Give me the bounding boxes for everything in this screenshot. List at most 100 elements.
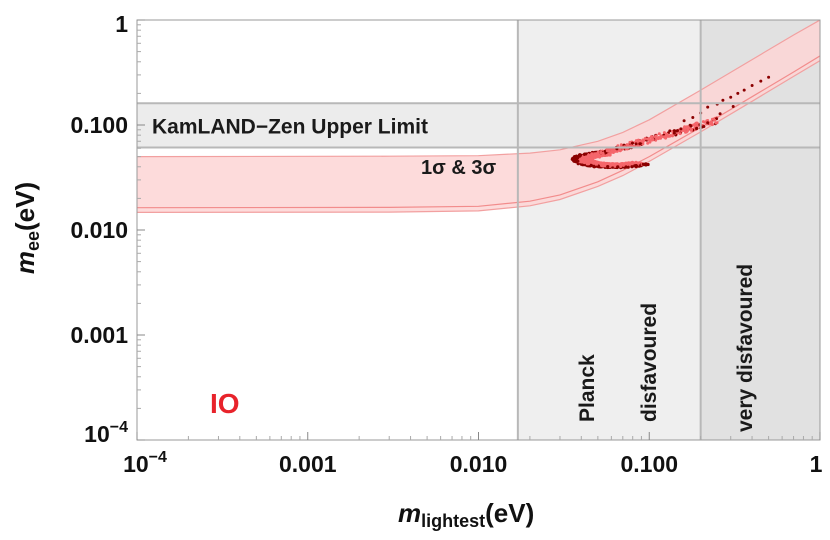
scatter-point	[606, 165, 610, 169]
x-tick-label: 0.001	[279, 451, 337, 477]
scatter-point	[609, 148, 613, 152]
band-3sigma-lower-edge	[137, 60, 820, 213]
scatter-point	[576, 156, 580, 160]
scatter-point	[590, 152, 594, 156]
plot-area	[137, 20, 820, 440]
band-label: 1σ & 3σ	[421, 157, 496, 179]
scatter-point	[599, 151, 603, 155]
scatter-point	[659, 136, 663, 140]
band-3sigma-upper-edge	[137, 20, 820, 158]
scatter-point	[598, 155, 602, 159]
scatter-point	[731, 105, 735, 108]
y-tick-label: 0.100	[70, 112, 128, 138]
scatter-point	[651, 138, 655, 141]
scatter-point	[641, 162, 645, 166]
scatter-point	[613, 164, 617, 168]
scatter-point	[582, 160, 587, 165]
scatter-point	[615, 162, 619, 166]
y-tick-label: 10−4	[84, 419, 128, 447]
scatter-point	[686, 125, 690, 129]
kamland-limit-label: KamLAND−Zen Upper Limit	[152, 115, 428, 138]
scatter-point	[672, 131, 676, 135]
scatter-point	[586, 161, 590, 165]
scatter-point	[710, 123, 714, 127]
scatter-point	[654, 134, 658, 138]
scatter-point	[593, 154, 597, 158]
y-tick-label: 0.010	[70, 217, 128, 243]
scatter-point	[767, 75, 771, 79]
scatter-point	[607, 152, 612, 157]
scatter-point	[631, 141, 634, 145]
scatter-point	[587, 154, 592, 158]
io-label: IO	[210, 388, 240, 419]
scatter-point	[596, 153, 600, 157]
scatter-point	[646, 141, 650, 145]
scatter-point	[633, 164, 637, 168]
scatter-point	[618, 149, 622, 153]
scatter-point	[580, 158, 585, 162]
scatter-point	[584, 152, 588, 156]
y-tick-label: 1	[115, 11, 128, 37]
scatter-point	[624, 165, 628, 169]
scatter-point	[593, 152, 597, 156]
scatter-point	[682, 119, 686, 123]
x-axis-title: mlightest(eV)	[398, 498, 534, 531]
scatter-point	[689, 128, 693, 132]
band-1sigma-lower-edge	[137, 55, 820, 209]
scatter-point	[576, 159, 580, 163]
scatter-point	[619, 162, 623, 166]
scatter-point	[708, 122, 712, 126]
scatter-point	[706, 105, 710, 109]
scatter-point	[736, 91, 740, 95]
scatter-point	[662, 131, 666, 135]
scatter-point	[630, 165, 634, 169]
x-tick-label: 10−4	[123, 449, 167, 477]
scatter-point	[695, 127, 699, 130]
scatter-point	[689, 124, 693, 128]
scatter-point	[710, 117, 714, 121]
scatter-point	[601, 164, 606, 168]
scatter-point	[729, 95, 733, 99]
scatter-point	[657, 132, 661, 136]
planck-region-label: Planck	[576, 354, 599, 422]
scatter-point	[638, 139, 642, 143]
scatter-point	[675, 129, 678, 133]
band-3sigma	[137, 20, 820, 213]
scatter-point	[646, 137, 650, 141]
scatter-point	[742, 88, 746, 92]
scatter-point	[759, 79, 763, 83]
scatter-point	[584, 155, 588, 159]
scatter-point	[572, 157, 576, 161]
scatter-point	[686, 128, 690, 132]
scatter-point	[682, 126, 686, 130]
scatter-point	[628, 140, 632, 144]
scatter-point	[679, 127, 683, 131]
scatter-point	[643, 137, 647, 140]
scatter-point	[634, 160, 638, 164]
x-tick-label: 1	[810, 451, 823, 477]
annotations: KamLAND−Zen Upper Limit 1σ & 3σ IO Planc…	[152, 115, 757, 432]
scatter-point	[668, 134, 672, 138]
disfavoured-region-label: disfavoured	[638, 303, 661, 422]
scatter-point	[750, 84, 754, 87]
scatter-point	[701, 120, 705, 124]
x-tick-label: 0.010	[450, 451, 508, 477]
scatter-point	[616, 165, 620, 169]
x-axis-label: mlightest(eV)	[398, 498, 534, 531]
scatter-point	[715, 121, 719, 125]
scatter-point	[608, 162, 612, 166]
scatter-point	[718, 112, 722, 116]
very-disfavoured-region-label: very disfavoured	[734, 264, 757, 432]
scatter-point	[592, 164, 596, 168]
x-tick-label: 0.100	[620, 451, 678, 477]
scatter-point	[665, 132, 669, 136]
scatter-point	[594, 162, 598, 166]
scatter-point	[721, 98, 725, 102]
y-axis-title: mee(eV)	[10, 182, 43, 274]
scatter-point	[706, 121, 710, 125]
scatter-point	[605, 149, 609, 153]
y-axis-label: mee(eV)	[10, 182, 43, 274]
scatter-point	[611, 150, 614, 154]
y-tick-label: 0.001	[70, 322, 128, 348]
scatter-point	[619, 164, 623, 168]
